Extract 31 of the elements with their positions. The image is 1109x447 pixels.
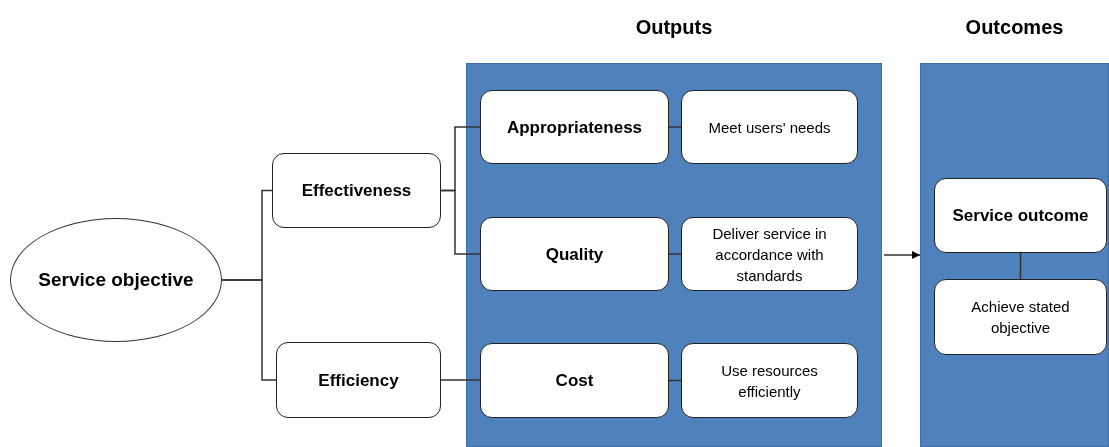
category-box (934, 178, 1107, 253)
panel-heading: Outcomes (964, 15, 1065, 40)
category-box (276, 342, 441, 418)
node-label: Cost (555, 370, 594, 392)
category-box (480, 343, 669, 418)
node-label: Appropriateness (506, 116, 643, 139)
connector-line (440, 189, 481, 255)
description-box (681, 343, 858, 418)
panel-heading: Outputs (634, 15, 714, 40)
node-label: Quality (545, 243, 604, 266)
node-label: Achieve stated objective (970, 297, 1071, 338)
category-box (272, 153, 441, 228)
description-box (681, 217, 858, 291)
node-label: Efficiency (318, 369, 399, 392)
connector-line (668, 126, 682, 128)
connector-line (668, 379, 682, 382)
connector-line (440, 379, 481, 381)
description-box (934, 279, 1107, 355)
node-label: Service objective (38, 267, 194, 292)
arrow (883, 251, 921, 259)
node-label: Use resources efficiently (720, 360, 819, 402)
category-box (480, 90, 669, 164)
category-box (480, 217, 669, 291)
description-box (681, 90, 858, 164)
connector-line (221, 279, 277, 381)
node-label: Deliver service in accordance with standards (711, 223, 828, 286)
connector-line (1019, 252, 1022, 280)
node-label: Service outcome (952, 205, 1089, 227)
connector-line (668, 253, 682, 255)
node-label: Meet users' needs (708, 117, 831, 138)
node-label: Effectiveness (301, 180, 412, 202)
